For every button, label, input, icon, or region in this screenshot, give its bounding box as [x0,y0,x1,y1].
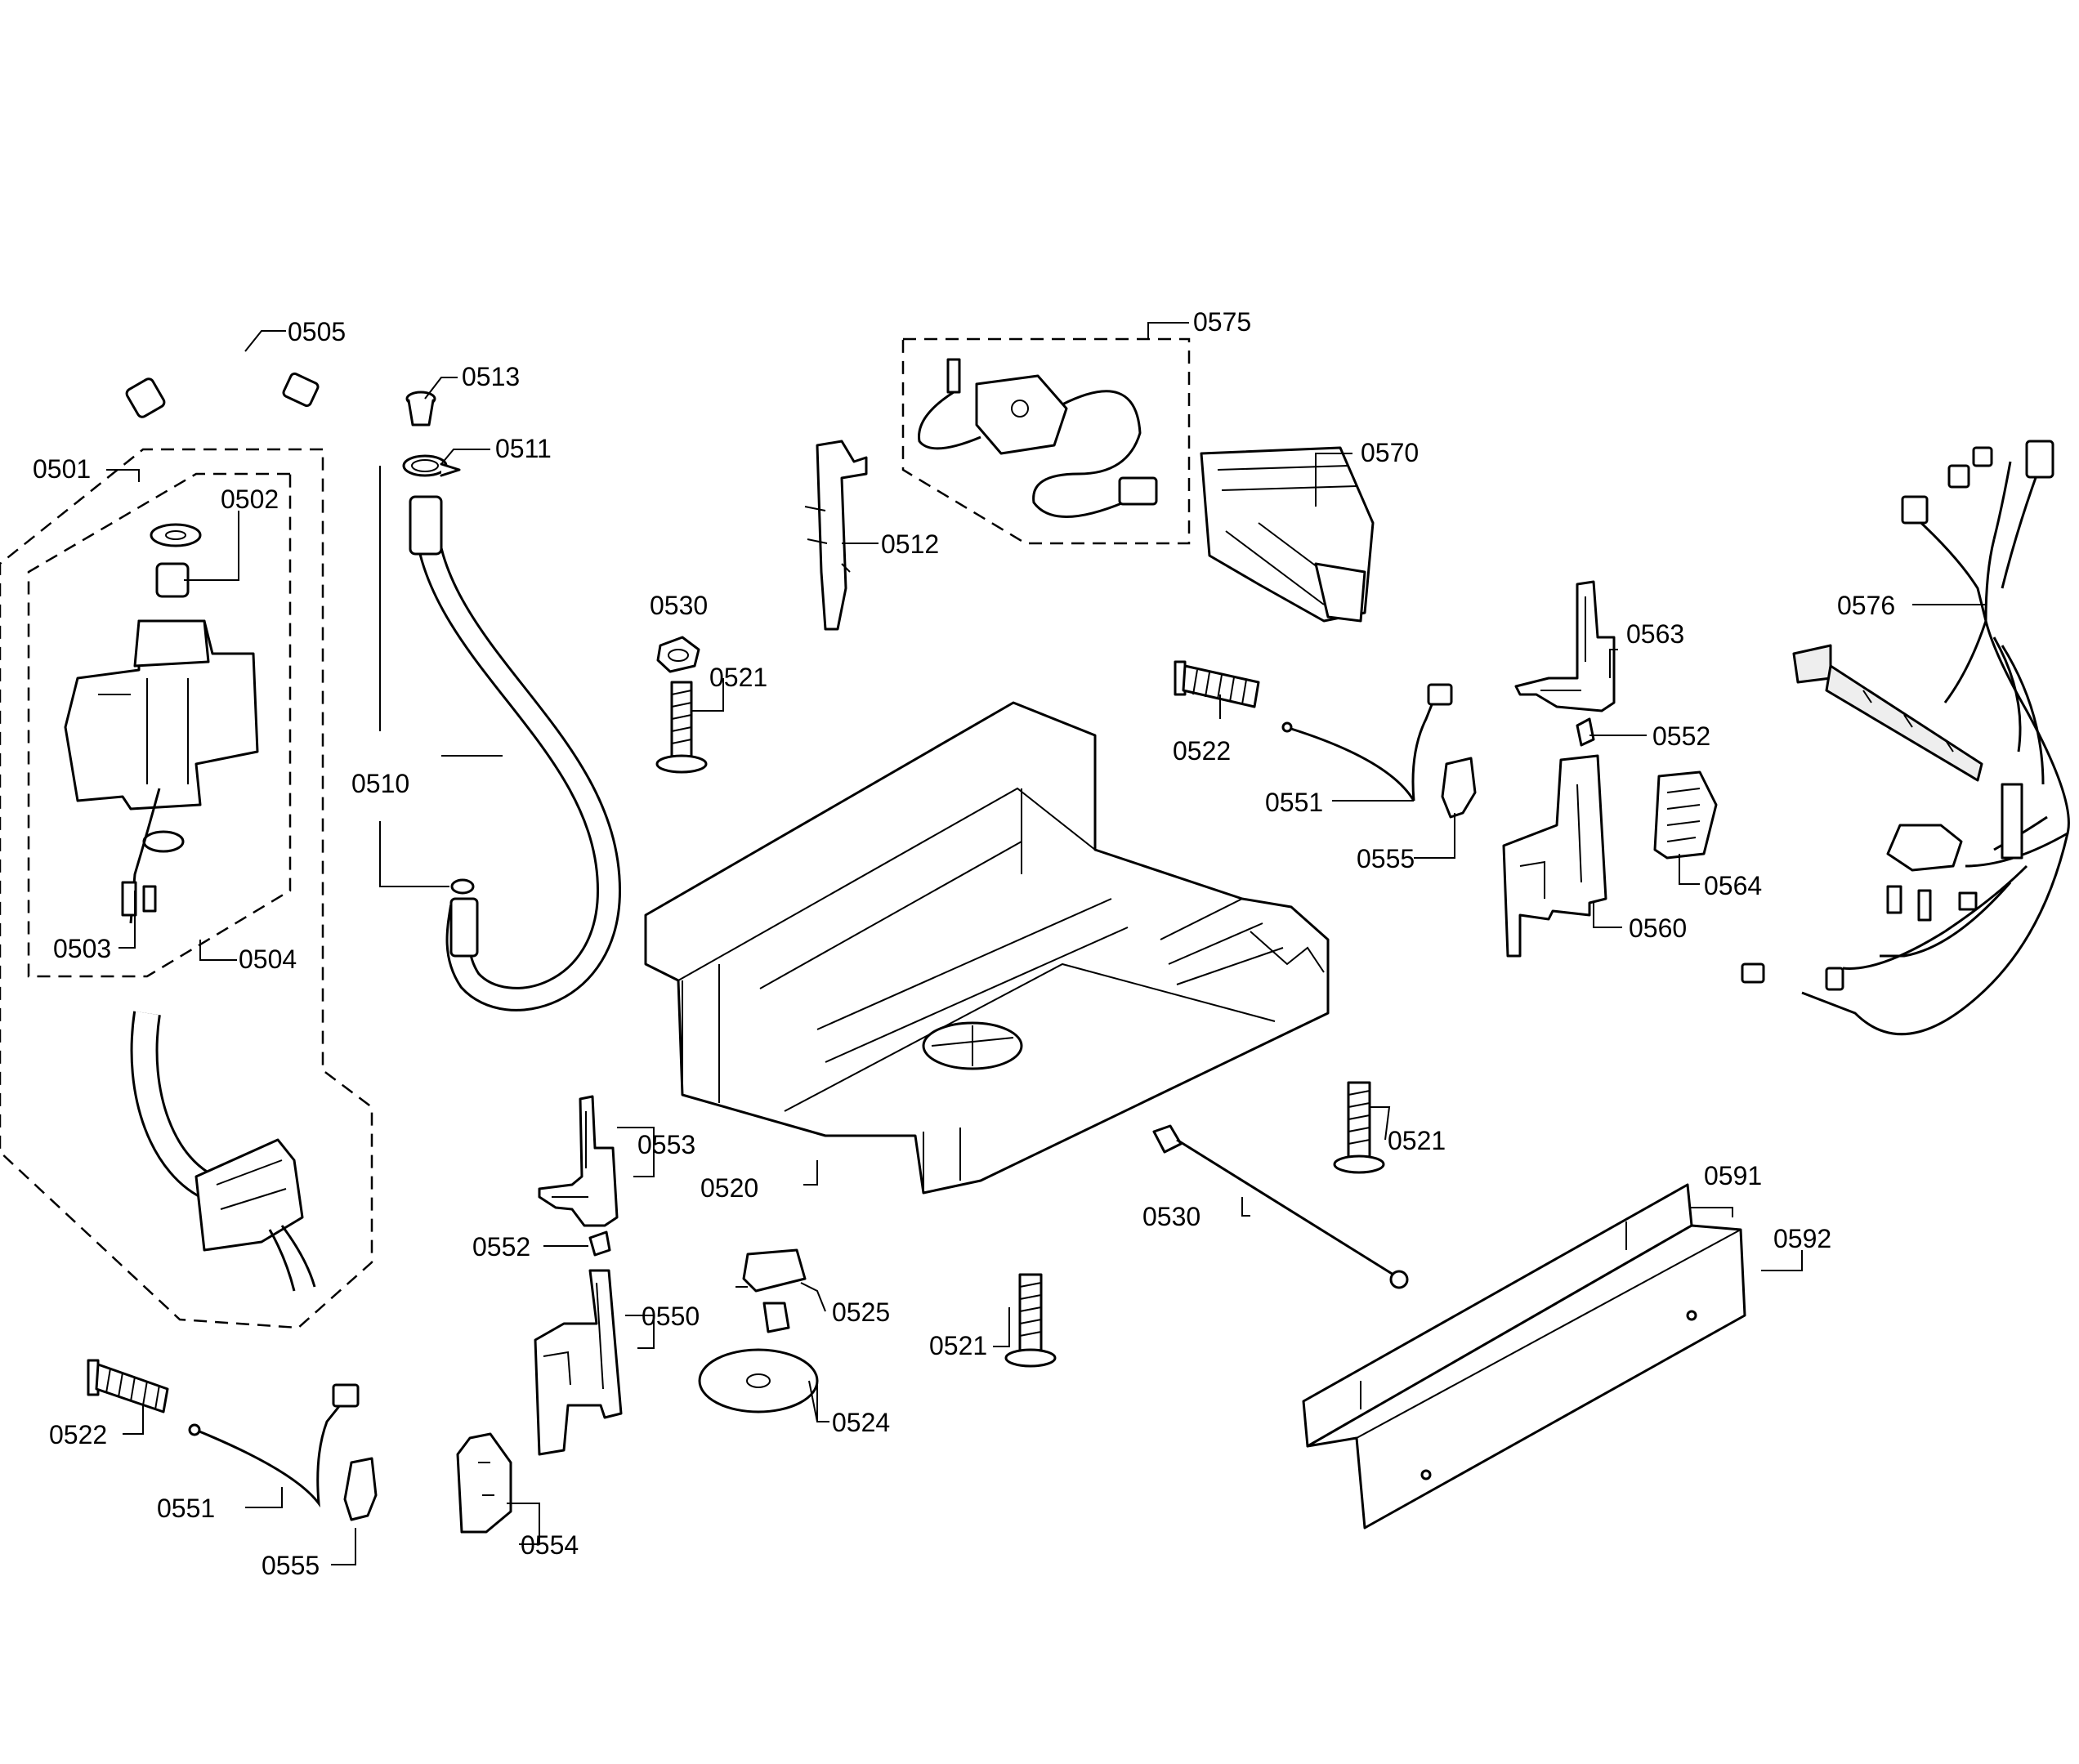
kickplate-0592 [1306,1224,1746,1530]
label-0520: 0520 [700,1173,758,1203]
spring-0522-right [1174,660,1260,708]
switch-0525 [735,1248,807,1333]
label-0554: 0554 [521,1530,579,1560]
bushing-0552-left [588,1230,611,1257]
wire-0551-left [188,1383,360,1508]
leader-lines [106,322,1986,1565]
label-0511: 0511 [495,434,552,463]
hose-clamp-0511 [402,454,461,477]
hinge-0563 [1514,580,1616,712]
leveling-foot-0521-bottom [1004,1273,1057,1368]
sensor-0575 [918,358,1158,518]
label-0522-right: 0522 [1173,736,1231,766]
label-0560: 0560 [1629,913,1687,943]
label-0504: 0504 [239,945,297,974]
label-0503: 0503 [53,934,111,963]
leveling-foot-0521-right [1333,1081,1385,1174]
nut-0530-top [656,636,700,673]
label-0521-top: 0521 [709,663,767,692]
clip-0554 [456,1432,512,1534]
connector-0564 [1653,770,1718,860]
label-0521-right: 0521 [1388,1126,1446,1155]
bracket-0512 [804,440,868,631]
outline-0575 [901,337,1191,545]
rod-0530 [1152,1124,1409,1289]
inlet-hose-0505 [125,343,320,418]
bracket-0550 [534,1269,623,1456]
label-0521-bottom: 0521 [929,1331,987,1360]
bushing-0552-right [1576,717,1595,747]
label-0551-right: 0551 [1265,788,1323,817]
label-0564: 0564 [1704,871,1762,900]
label-0575: 0575 [1193,307,1251,337]
label-0525: 0525 [832,1297,890,1327]
label-0505: 0505 [288,317,346,346]
label-0530-top: 0530 [650,591,708,620]
drain-hose-0510 [409,495,622,1012]
label-0552-left: 0552 [472,1232,530,1262]
label-0570: 0570 [1361,438,1419,467]
label-0553: 0553 [637,1130,695,1159]
label-0510: 0510 [351,769,409,798]
fill-hose-0504 [130,1011,316,1292]
spring-0522-left [87,1359,169,1413]
disc-0524 [698,1348,819,1413]
label-0530-bottom: 0530 [1142,1202,1200,1231]
sleeve-0513 [405,391,436,426]
label-0563: 0563 [1626,619,1684,649]
label-0524: 0524 [832,1408,890,1437]
hinge-0553 [538,1095,619,1227]
label-0555-left: 0555 [262,1551,320,1580]
part-labels: 0505 0513 0511 0501 0502 0503 0504 0510 … [33,307,1895,1580]
bracket-0560 [1502,754,1607,958]
water-valve-assembly [64,523,259,924]
assembly-outline-0502 [27,472,292,978]
label-0552-right: 0552 [1652,721,1710,751]
label-0551-left: 0551 [157,1494,215,1523]
label-0576: 0576 [1837,591,1895,620]
base-0520 [644,701,1330,1195]
label-0591: 0591 [1704,1161,1762,1190]
clip-0555-right [1441,757,1477,819]
label-0502: 0502 [221,485,279,514]
label-0522-left: 0522 [49,1420,107,1449]
control-module-0570 [1200,446,1375,623]
label-0513: 0513 [462,362,520,391]
clip-0555-left [343,1457,378,1521]
label-0501: 0501 [33,454,91,484]
wire-0551-right [1281,683,1453,802]
wiring-harness-0576 [1741,440,2070,1036]
label-0592: 0592 [1773,1224,1831,1253]
assembly-outline-0501 [0,448,373,1329]
label-0555-right: 0555 [1357,844,1415,873]
leveling-foot-0521-top [655,681,708,774]
label-0550: 0550 [642,1302,700,1331]
label-0512: 0512 [881,529,939,559]
